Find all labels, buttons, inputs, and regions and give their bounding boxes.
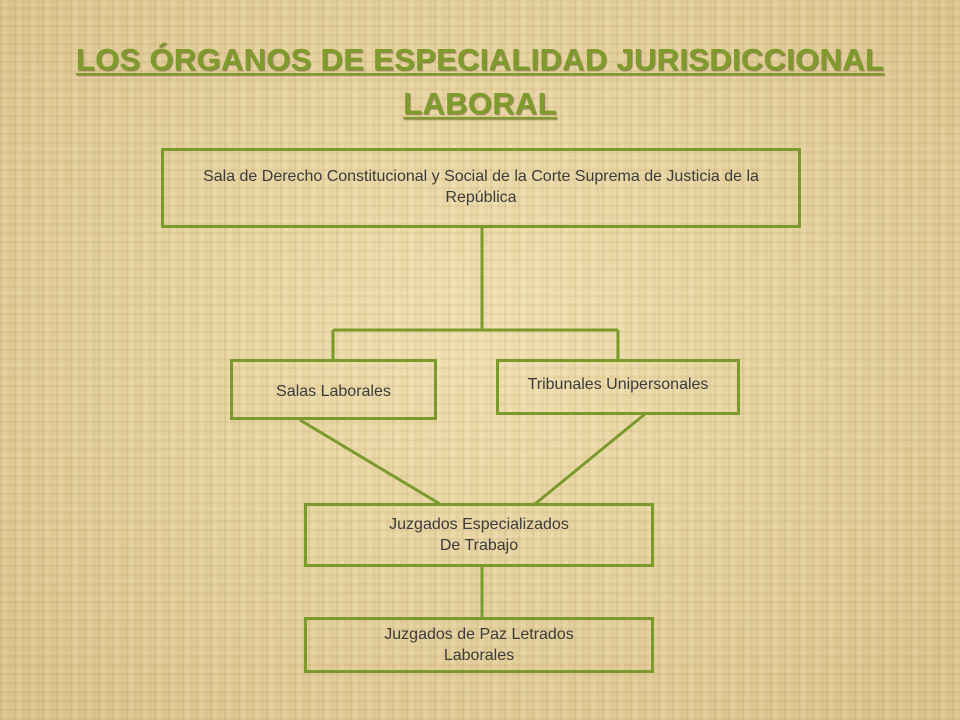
node-sala-corte-suprema-line-2: República xyxy=(445,189,517,206)
node-juzgados-paz-letrados: Juzgados de Paz Letrados Laborales xyxy=(304,617,654,673)
connector-tribunales-to-especializados xyxy=(534,412,646,506)
title-line-1: LOS ÓRGANOS DE ESPECIALIDAD JURISDICCION… xyxy=(75,42,885,77)
node-tribunales-unipersonales-label: Tribunales Unipersonales xyxy=(527,375,709,393)
node-juzgados-paz-letrados-line-2: Laborales xyxy=(443,647,515,664)
title-line-2: LABORAL xyxy=(403,86,557,121)
node-juzgados-especializados-line-2: De Trabajo xyxy=(439,537,519,554)
page-title: LOS ÓRGANOS DE ESPECIALIDAD JURISDICCION… xyxy=(60,38,900,126)
node-sala-corte-suprema: Sala de Derecho Constitucional y Social … xyxy=(161,148,801,228)
connector-salas-to-especializados xyxy=(299,418,441,506)
node-juzgados-especializados: Juzgados Especializados De Trabajo xyxy=(304,503,654,567)
node-juzgados-especializados-line-1: Juzgados Especializados xyxy=(389,516,569,533)
node-sala-corte-suprema-line-1: Sala de Derecho Constitucional y Social … xyxy=(203,168,759,185)
node-salas-laborales-label: Salas Laborales xyxy=(276,383,391,400)
node-juzgados-paz-letrados-line-1: Juzgados de Paz Letrados xyxy=(384,626,574,643)
node-salas-laborales: Salas Laborales xyxy=(230,359,437,420)
node-tribunales-unipersonales: Tribunales Unipersonales xyxy=(496,359,740,415)
